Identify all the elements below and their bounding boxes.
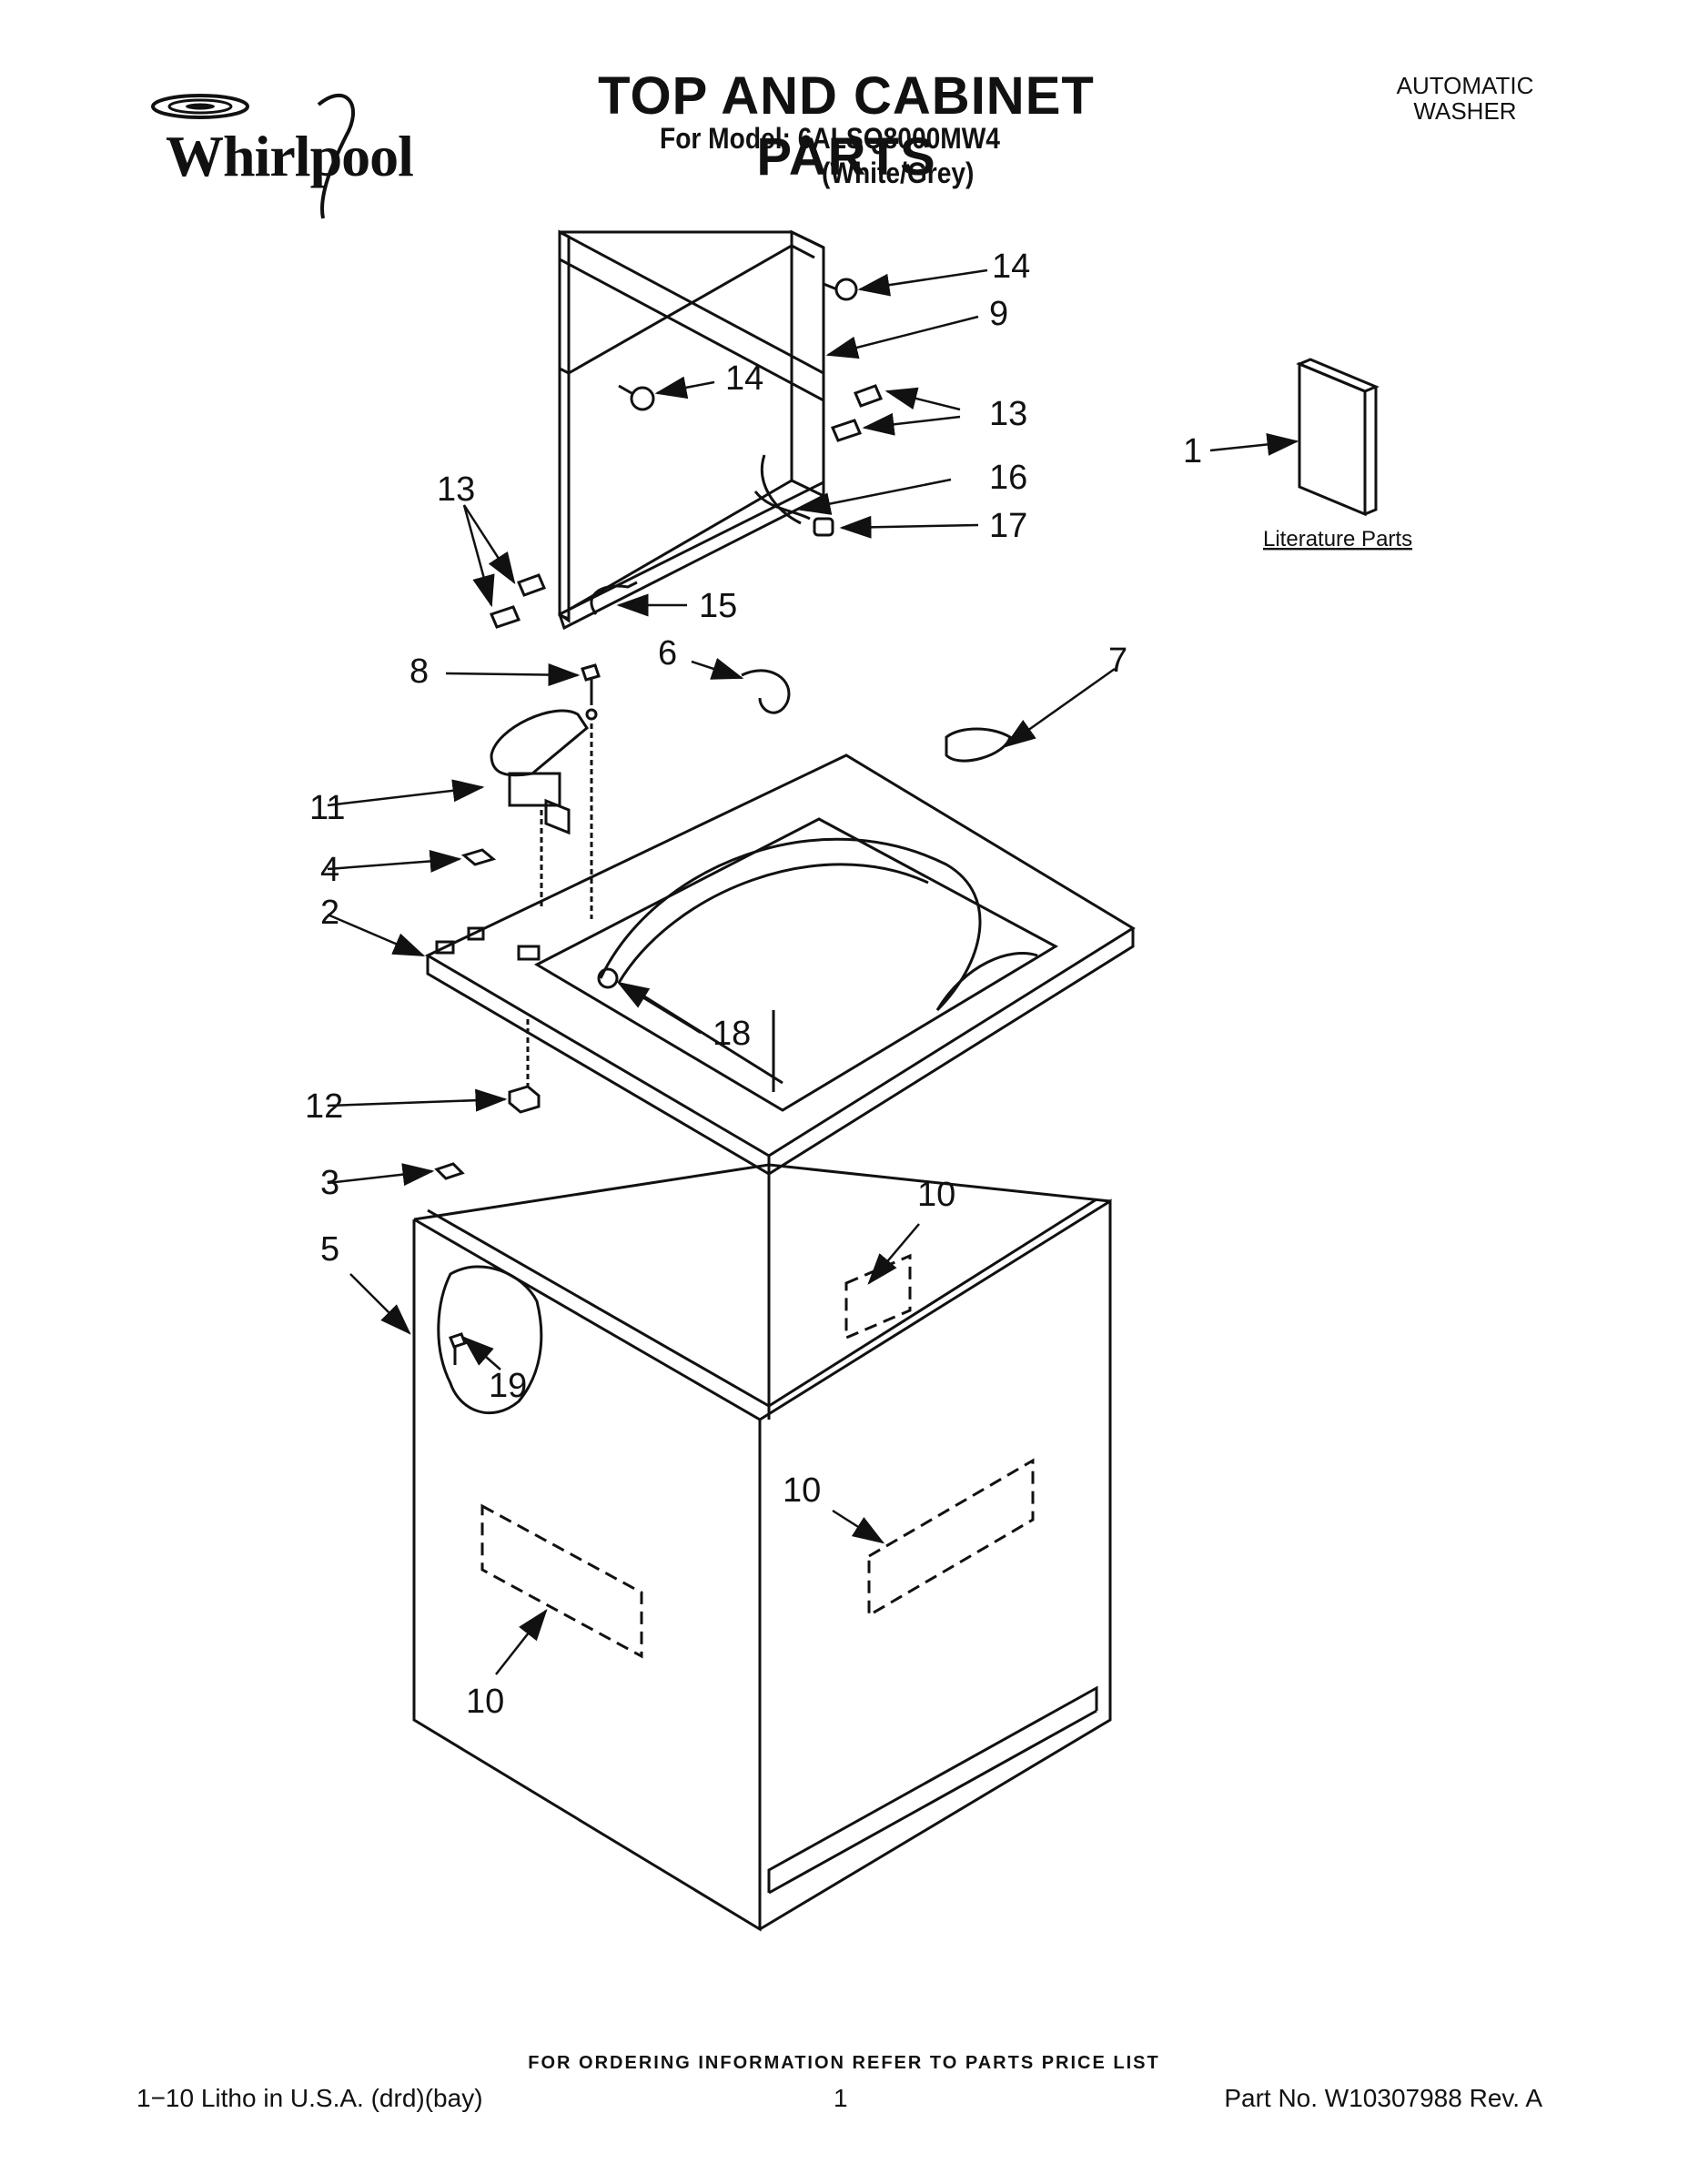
model-color: (White/Grey) xyxy=(822,157,975,189)
callout-14-top: 14 xyxy=(992,248,1030,286)
callout-11: 11 xyxy=(309,789,345,827)
label-area-front-left xyxy=(480,1503,643,1659)
literature-parts-label: Literature Parts xyxy=(1263,527,1412,551)
lid-frame xyxy=(558,229,825,631)
hinge-screws-right xyxy=(830,384,884,442)
callout-2: 2 xyxy=(320,894,339,932)
hinge-screws-left xyxy=(489,573,547,629)
callout-8: 8 xyxy=(409,652,429,691)
callout-4: 4 xyxy=(320,851,339,889)
callout-14-left: 14 xyxy=(725,359,763,398)
clip-4 xyxy=(460,848,497,866)
clip-6 xyxy=(741,669,791,714)
callout-labels: 14 9 14 13 1 16 13 17 15 8 6 7 11 4 2 18… xyxy=(305,248,1412,1721)
callout-12: 12 xyxy=(305,1087,343,1126)
callout-17: 17 xyxy=(989,507,1027,545)
label-area-front-right xyxy=(867,1458,1035,1618)
lid-switch-11 xyxy=(490,709,593,919)
lid-bumper-top xyxy=(823,278,858,301)
ordering-note: FOR ORDERING INFORMATION REFER TO PARTS … xyxy=(528,2053,1160,2073)
literature-booklet xyxy=(1296,358,1380,517)
model-number: For Model: 6ALSQ8000MW4 xyxy=(660,122,1000,155)
top-panel xyxy=(424,753,1136,1176)
callout-10-left: 10 xyxy=(466,1683,504,1721)
callout-19: 19 xyxy=(489,1367,527,1405)
clip-3 xyxy=(434,1162,465,1180)
page-number: 1 xyxy=(834,2084,848,2112)
callout-16: 16 xyxy=(989,459,1027,497)
callout-13-left: 13 xyxy=(437,470,475,509)
callout-18: 18 xyxy=(713,1015,751,1053)
nut-12 xyxy=(508,1019,541,1114)
lid-hinge-rod xyxy=(760,454,834,537)
whirlpool-logo: Whirlpool xyxy=(136,86,414,223)
page-title: TOP AND CABINET PARTS xyxy=(598,66,1095,187)
callout-7: 7 xyxy=(1108,642,1127,680)
cabinet xyxy=(412,1163,1112,1932)
callout-3: 3 xyxy=(320,1164,339,1202)
leader-arrows xyxy=(327,268,1299,1675)
product-type-line-1: AUTOMATIC xyxy=(1396,72,1534,99)
callout-10-right: 10 xyxy=(783,1471,821,1510)
brand-name: Whirlpool xyxy=(166,124,414,188)
callout-6: 6 xyxy=(658,634,677,672)
screw-8 xyxy=(581,663,601,721)
callout-9: 9 xyxy=(989,295,1008,333)
product-type: AUTOMATIC WASHER xyxy=(1347,73,1583,124)
callout-5: 5 xyxy=(320,1230,339,1269)
callout-1: 1 xyxy=(1183,432,1202,470)
whirlpool-swirl-icon xyxy=(151,93,356,219)
label-area-back xyxy=(844,1253,912,1340)
callout-10-back: 10 xyxy=(917,1176,955,1214)
callout-13-right: 13 xyxy=(989,395,1027,433)
product-type-line-2: WASHER xyxy=(1413,97,1517,125)
lid-bumper-left xyxy=(618,384,655,411)
part-number: Part No. W10307988 Rev. A xyxy=(1224,2084,1542,2112)
bleach-dispenser-cap-7 xyxy=(945,727,1012,763)
litho-info: 1−10 Litho in U.S.A. (drd)(bay) xyxy=(136,2084,483,2112)
callout-15: 15 xyxy=(699,587,737,625)
